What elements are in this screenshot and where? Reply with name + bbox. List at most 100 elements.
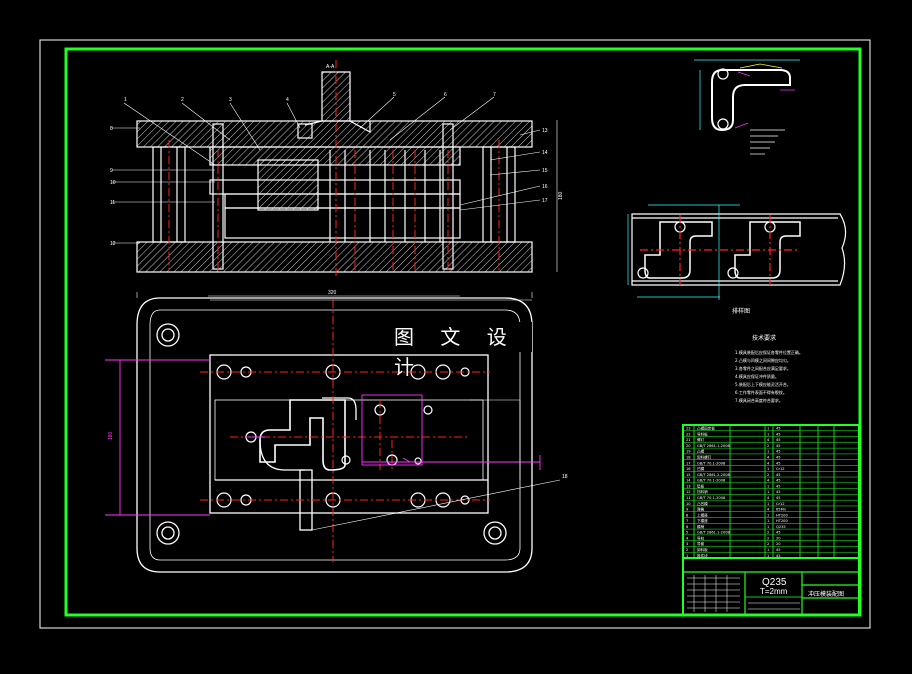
bom-cell-no: 13 — [686, 484, 691, 488]
bom-cell-mat: 45 — [776, 450, 781, 454]
bom-cell-name: 卸料螺钉 — [697, 454, 712, 459]
bom-cell-no: 16 — [686, 467, 691, 471]
bom-cell-no: 11 — [686, 496, 691, 500]
bom-cell-name: 上模座 — [697, 512, 708, 517]
bom-cell-qty: 2 — [767, 542, 769, 546]
bom-cell-no: 6 — [686, 525, 689, 529]
bom-cell-no: 18 — [686, 455, 691, 459]
bom-cell-qty: 1 — [767, 519, 769, 523]
front-leaders — [112, 96, 541, 244]
bom-cell-name: 弹簧 — [697, 507, 705, 512]
bom-cell-qty: 1 — [767, 484, 769, 488]
callout-2: 2 — [181, 97, 184, 103]
callout-13: 13 — [542, 128, 548, 134]
bom-cell-no: 1 — [686, 554, 688, 558]
bom-cell-mat: 45 — [776, 461, 781, 465]
bom-cell-qty: 2 — [767, 444, 769, 448]
tech-req-lines: 1.模具装配后应保证各零件位置正确。 2.凸模与凹模之间间隙应均匀。 3.各零件… — [735, 349, 803, 403]
plan-centerlines — [200, 300, 490, 562]
callout-8: 8 — [110, 126, 113, 132]
bom-cell-no: 4 — [686, 536, 689, 540]
material-label: Q235 — [762, 577, 787, 588]
bom-cell-name: 卸料板 — [697, 547, 708, 552]
callout-6: 6 — [444, 92, 447, 98]
tech-req-line: 6.工作零件表面不得有裂纹。 — [735, 389, 787, 395]
callout-5: 5 — [393, 92, 396, 98]
bom-cell-qty: 4 — [767, 438, 770, 442]
plan-height-dim: 180 — [108, 431, 114, 440]
bom-title-grid — [687, 575, 800, 612]
callout-1: 1 — [124, 97, 127, 103]
bom-cell-mat: 45 — [776, 490, 781, 494]
bom-cell-mat: HT200 — [776, 513, 788, 517]
tech-req-line: 4.模具应保证冲件质量。 — [735, 373, 779, 379]
bom-cell-no: 21 — [686, 438, 691, 442]
bom-cell-name: 螺钉 — [697, 437, 705, 442]
bom-cell-name: GB/T 2861.2-2008 — [697, 473, 731, 477]
bom-cell-mat: 45 — [776, 496, 781, 500]
bom-cell-qty: 2 — [767, 531, 769, 535]
bom-cell-qty: 1 — [767, 432, 769, 436]
bom-cell-name: 推件块 — [697, 553, 708, 558]
tech-req-line: 2.凸模与凹模之间间隙应均匀。 — [735, 357, 791, 363]
plan-holes — [216, 364, 470, 508]
callout-16: 16 — [542, 184, 548, 190]
callout-11: 11 — [110, 200, 115, 206]
bom-cell-no: 9 — [686, 508, 689, 512]
bom-cell-no: 12 — [686, 490, 691, 494]
bom-cell-mat: 45 — [776, 554, 781, 558]
bom-cell-name: GB/T 2861.1-2008 — [697, 444, 731, 448]
bom-cell-qty: 4 — [767, 496, 770, 500]
bom-cell-name: 凹模 — [697, 466, 705, 471]
bom-cell-mat: 65Mn — [776, 508, 786, 512]
bom-cell-name: 挡料销 — [697, 489, 708, 494]
part-drawing — [694, 59, 800, 155]
callout-18: 18 — [562, 474, 568, 480]
callout-4: 4 — [286, 97, 289, 103]
callout-17: 17 — [542, 198, 548, 204]
bom-cell-qty: 1 — [767, 554, 769, 558]
front-section-view — [136, 71, 533, 273]
bom-cell-mat: 45 — [776, 484, 781, 488]
callout-10: 10 — [110, 180, 116, 186]
bom-cell-qty: 1 — [767, 502, 769, 506]
bom-cell-mat: 45 — [776, 473, 781, 477]
bom-cell-no: 23 — [686, 427, 691, 431]
bom-cell-mat: 45 — [776, 548, 781, 552]
bom-cell-name: GB/T 70.1-2008 — [697, 479, 726, 483]
front-callouts: 1 2 3 4 5 6 7 8 9 10 11 12 13 14 15 16 1… — [110, 64, 564, 247]
bom-cell-name: 凸模 — [697, 449, 705, 454]
bom-cell-no: 5 — [686, 531, 688, 535]
drawing-border — [64, 47, 862, 617]
plan-texts: 320 180 18 — [108, 290, 568, 480]
bom-cell-mat: 45 — [776, 432, 781, 436]
bom-cell-qty: 1 — [767, 450, 769, 454]
section-label: A-A — [326, 64, 335, 70]
bom-cell-no: 20 — [686, 444, 691, 448]
bom-cell-qty: 2 — [767, 536, 769, 540]
bom-cell-no: 17 — [686, 461, 691, 465]
tech-req-line: 7.模具闭合高度符合要求。 — [735, 397, 783, 403]
strip-layout — [627, 204, 847, 300]
bom-cell-mat: 45 — [776, 455, 781, 459]
bom-cell-name: 凸凹模 — [697, 501, 708, 506]
bom-cell-mat: 20 — [776, 536, 781, 540]
bom-cell-no: 14 — [686, 479, 691, 483]
bom-cell-mat: 45 — [776, 479, 781, 483]
bom-cell-mat: Cr12 — [776, 467, 785, 471]
bom-cell-no: 19 — [686, 450, 691, 454]
callout-3: 3 — [229, 97, 232, 103]
bom-cell-name: GB/T 2861.1-2008 — [697, 531, 731, 535]
callout-9: 9 — [110, 168, 113, 174]
bom-cell-qty: 4 — [767, 508, 770, 512]
callout-15: 15 — [542, 168, 548, 174]
bom-cell-name: 导套 — [697, 541, 705, 546]
bom-cell-qty: 1 — [767, 427, 769, 431]
bom-cell-mat: 45 — [776, 427, 781, 431]
bom-cell-qty: 2 — [767, 473, 769, 477]
bom-cell-name: GB/T 70.1-2008 — [697, 461, 726, 465]
bom-cell-mat: HT200 — [776, 519, 788, 523]
thickness-label: T=2mm — [760, 587, 788, 596]
bom-cell-no: 22 — [686, 432, 691, 436]
